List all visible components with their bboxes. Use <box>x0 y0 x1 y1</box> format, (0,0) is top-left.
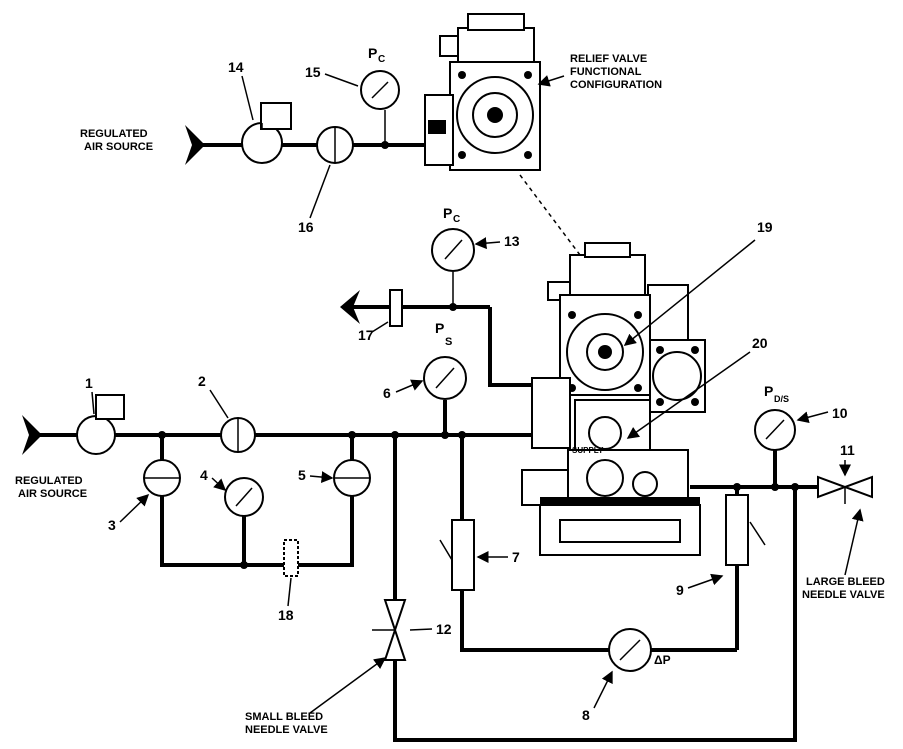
gauge-10 <box>754 409 796 451</box>
filter-5 <box>333 459 371 497</box>
filter-2 <box>220 417 256 453</box>
callout-4: 4 <box>200 467 208 483</box>
flowmeter-7 <box>451 519 475 591</box>
gauge-15-sub: C <box>378 54 385 65</box>
gauge-6 <box>423 356 467 400</box>
relief-valve-caption-2: FUNCTIONAL <box>570 66 642 78</box>
relief-valve-caption-1: RELIEF VALVE <box>570 53 647 65</box>
orifice-17 <box>389 289 403 327</box>
gauge-15-symbol: P <box>368 45 377 61</box>
gauge-15 <box>360 70 400 110</box>
air-source-top-caption-1: REGULATED <box>80 128 148 140</box>
callout-18: 18 <box>278 607 294 623</box>
supply-port-label: SUPPLY <box>572 446 604 455</box>
orifice-18 <box>283 539 299 577</box>
air-source-arrow-left <box>22 415 42 455</box>
callout-2: 2 <box>198 373 206 389</box>
air-source-left-caption-2: AIR SOURCE <box>18 488 87 500</box>
filter-3 <box>143 459 181 497</box>
gauge-13-sub: C <box>453 214 460 225</box>
callout-16: 16 <box>298 219 314 235</box>
junction-dot <box>791 483 799 491</box>
gauge-8-delta-p <box>608 628 652 672</box>
gauge-6-symbol: P <box>435 320 444 336</box>
filter-16 <box>316 126 354 164</box>
small-bleed-valve-12 <box>372 599 407 661</box>
callout-11: 11 <box>840 442 855 458</box>
callout-12: 12 <box>436 621 452 637</box>
dashed-link <box>519 174 581 256</box>
callout-6: 6 <box>383 385 391 401</box>
gauge-8-symbol: ΔP <box>654 653 671 667</box>
callout-20: 20 <box>752 335 768 351</box>
callout-8: 8 <box>582 707 590 723</box>
gauge-13-symbol: P <box>443 205 452 221</box>
flowmeter-9 <box>725 494 749 566</box>
relief-valve-illustration <box>424 13 541 171</box>
air-source-top-caption-2: AIR SOURCE <box>84 141 153 153</box>
relief-valve-caption-3: CONFIGURATION <box>570 79 662 91</box>
large-bleed-caption-2: NEEDLE VALVE <box>802 589 885 601</box>
callout-3: 3 <box>108 517 116 533</box>
gauge-13 <box>431 228 475 272</box>
gauge-10-symbol: P <box>764 383 773 399</box>
callout-13: 13 <box>504 233 520 249</box>
callout-19: 19 <box>757 219 773 235</box>
air-source-arrow-top <box>185 125 205 165</box>
callout-15: 15 <box>305 64 321 80</box>
gauge-10-sub: D/S <box>774 394 789 404</box>
junction-dot <box>240 561 248 569</box>
callout-9: 9 <box>676 582 684 598</box>
regulator-14 <box>241 102 292 164</box>
regulator-1 <box>76 394 125 455</box>
gauge-4 <box>224 477 264 517</box>
large-bleed-caption-1: LARGE BLEED <box>806 576 885 588</box>
valve-assembly-illustration <box>521 242 706 556</box>
callout-10: 10 <box>832 405 848 421</box>
large-bleed-valve-11 <box>817 475 873 504</box>
callout-14: 14 <box>228 59 244 75</box>
small-bleed-caption-1: SMALL BLEED <box>245 711 323 723</box>
callout-7: 7 <box>512 549 520 565</box>
callout-17: 17 <box>358 327 374 343</box>
callout-1: 1 <box>85 375 93 391</box>
gauge-6-sub: S <box>445 336 452 348</box>
exhaust-arrow <box>340 290 360 324</box>
air-source-left-caption-1: REGULATED <box>15 475 83 487</box>
small-bleed-caption-2: NEEDLE VALVE <box>245 724 328 736</box>
callout-5: 5 <box>298 467 306 483</box>
